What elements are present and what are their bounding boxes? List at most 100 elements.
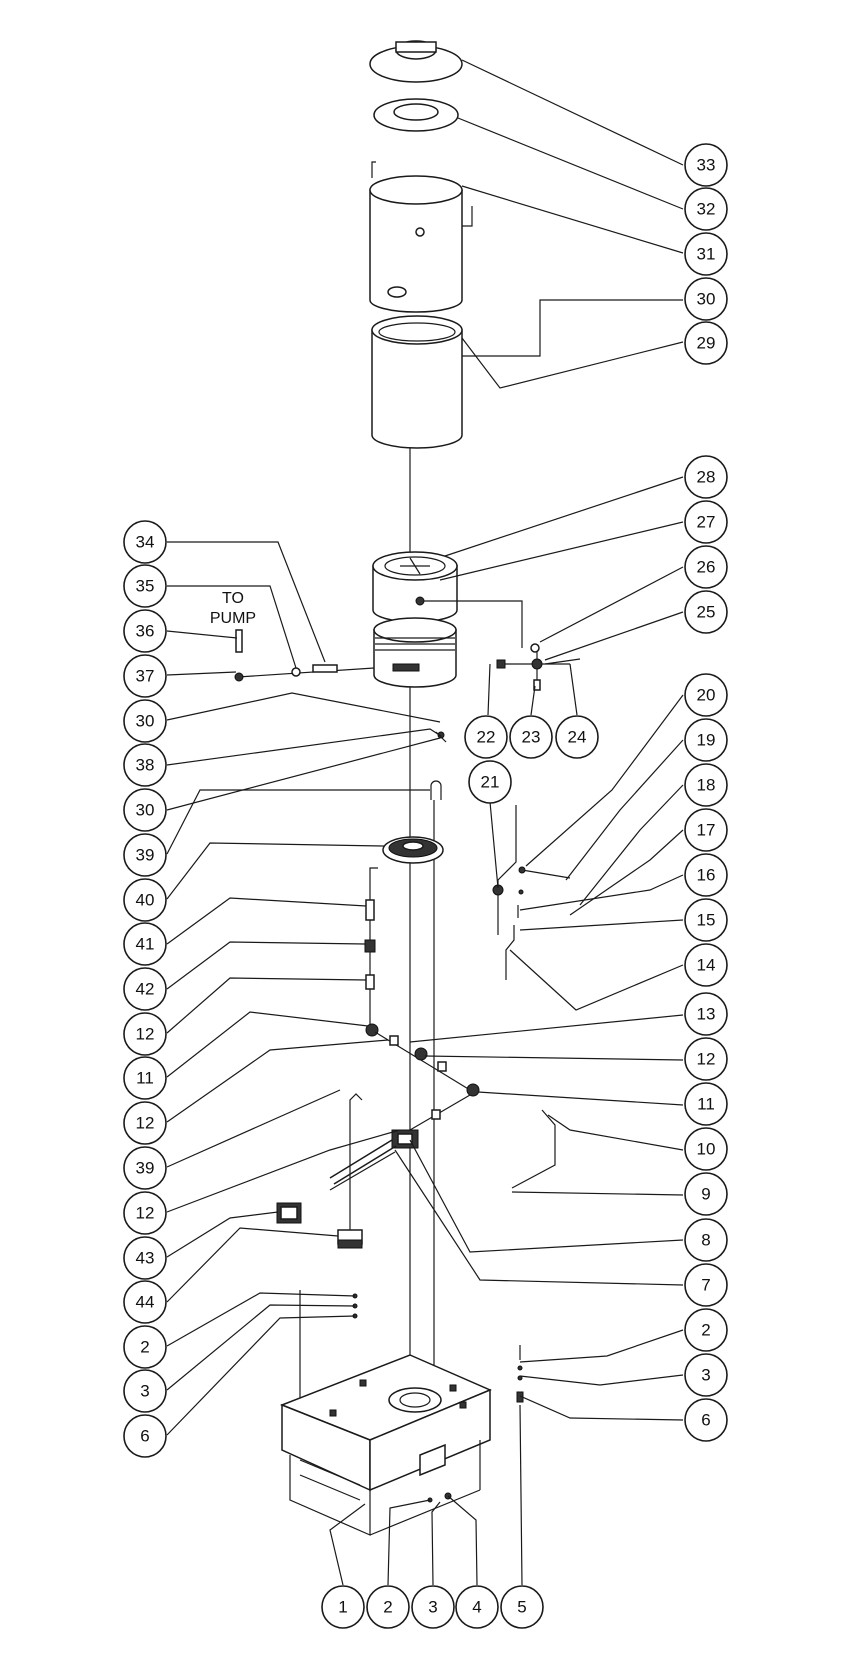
callout-2-bottom: 2: [366, 1585, 410, 1629]
svg-text:3: 3: [701, 1366, 710, 1385]
svg-text:14: 14: [697, 956, 716, 975]
svg-text:9: 9: [701, 1185, 710, 1204]
svg-text:41: 41: [136, 935, 155, 954]
svg-text:17: 17: [697, 821, 716, 840]
svg-text:28: 28: [697, 468, 716, 487]
svg-text:43: 43: [136, 1249, 155, 1268]
callout-30-left-a: 30: [123, 699, 167, 743]
svg-text:44: 44: [136, 1293, 155, 1312]
callout-35: 35: [123, 564, 167, 608]
svg-text:22: 22: [477, 728, 496, 747]
callout-26: 26: [684, 545, 728, 589]
callout-28: 28: [684, 455, 728, 499]
svg-text:12: 12: [136, 1025, 155, 1044]
svg-text:18: 18: [697, 776, 716, 795]
part-bracket: [337, 1229, 363, 1249]
svg-text:30: 30: [136, 712, 155, 731]
svg-text:39: 39: [136, 846, 155, 865]
callout-21: 21: [468, 760, 512, 804]
callout-10: 10: [684, 1127, 728, 1171]
callout-3-bottom: 3: [411, 1585, 455, 1629]
svg-text:13: 13: [697, 1005, 716, 1024]
part-gas-valve: [329, 1109, 556, 1191]
callout-6-right: 6: [684, 1398, 728, 1442]
svg-text:12: 12: [697, 1050, 716, 1069]
part-upper-cylinder: [369, 161, 473, 313]
svg-text:34: 34: [136, 533, 155, 552]
callout-1: 1: [321, 1585, 365, 1629]
svg-text:39: 39: [136, 1159, 155, 1178]
svg-text:20: 20: [697, 686, 716, 705]
callout-32: 32: [684, 187, 728, 231]
svg-text:2: 2: [383, 1598, 392, 1617]
callout-23: 23: [509, 715, 553, 759]
svg-text:24: 24: [568, 728, 587, 747]
callout-29: 29: [684, 321, 728, 365]
part-burner-base: [373, 617, 457, 688]
svg-text:12: 12: [136, 1114, 155, 1133]
part-burner-head: [372, 551, 458, 623]
svg-text:30: 30: [136, 801, 155, 820]
svg-text:10: 10: [697, 1140, 716, 1159]
svg-text:6: 6: [140, 1427, 149, 1446]
callout-43: 43: [123, 1236, 167, 1280]
svg-text:1: 1: [338, 1598, 347, 1617]
part-pilot-line: [364, 867, 480, 1131]
svg-text:42: 42: [136, 980, 155, 999]
svg-text:4: 4: [472, 1598, 481, 1617]
callout-12-right: 12: [684, 1037, 728, 1081]
callout-6-left: 6: [123, 1414, 167, 1458]
part-pilot-assembly: [492, 805, 571, 980]
callout-30-top: 30: [684, 277, 728, 321]
callout-5: 5: [500, 1585, 544, 1629]
callout-17: 17: [684, 808, 728, 852]
callout-39-upper: 39: [123, 833, 167, 877]
callout-22: 22: [464, 715, 508, 759]
callout-9: 9: [684, 1172, 728, 1216]
callout-34: 34: [123, 520, 167, 564]
svg-text:36: 36: [136, 622, 155, 641]
callout-12-left-b: 12: [123, 1101, 167, 1145]
leader-lines: [166, 59, 684, 1586]
part-chassis: [279, 1354, 492, 1536]
callout-3-left: 3: [123, 1369, 167, 1413]
callout-3-right: 3: [684, 1353, 728, 1397]
part-tee-fittings: [496, 643, 581, 691]
note-to: TO: [222, 590, 244, 607]
callout-15: 15: [684, 898, 728, 942]
svg-text:2: 2: [701, 1321, 710, 1340]
svg-text:21: 21: [481, 773, 500, 792]
callout-42: 42: [123, 967, 167, 1011]
callout-36: 36: [123, 609, 167, 653]
callout-8: 8: [684, 1218, 728, 1262]
svg-text:3: 3: [428, 1598, 437, 1617]
callout-25: 25: [684, 590, 728, 634]
svg-text:23: 23: [522, 728, 541, 747]
part-cap: [369, 40, 463, 83]
callout-2-right: 2: [684, 1308, 728, 1352]
callout-18: 18: [684, 763, 728, 807]
callout-16: 16: [684, 853, 728, 897]
callout-13: 13: [684, 992, 728, 1036]
svg-text:7: 7: [701, 1276, 710, 1295]
part-gasket: [373, 98, 459, 132]
svg-text:30: 30: [697, 290, 716, 309]
svg-text:31: 31: [697, 245, 716, 264]
svg-text:37: 37: [136, 667, 155, 686]
svg-text:25: 25: [697, 603, 716, 622]
svg-text:26: 26: [697, 558, 716, 577]
callout-11-left: 11: [123, 1056, 167, 1100]
callout-24: 24: [555, 715, 599, 759]
callout-44: 44: [123, 1280, 167, 1324]
svg-text:32: 32: [697, 200, 716, 219]
callout-19: 19: [684, 718, 728, 762]
callout-39-lower: 39: [123, 1146, 167, 1190]
svg-text:38: 38: [136, 756, 155, 775]
svg-text:16: 16: [697, 866, 716, 885]
part-fuel-line: [234, 629, 375, 682]
part-connector: [276, 1202, 302, 1224]
svg-text:19: 19: [697, 731, 716, 750]
callout-38: 38: [123, 743, 167, 787]
svg-text:11: 11: [697, 1095, 715, 1114]
